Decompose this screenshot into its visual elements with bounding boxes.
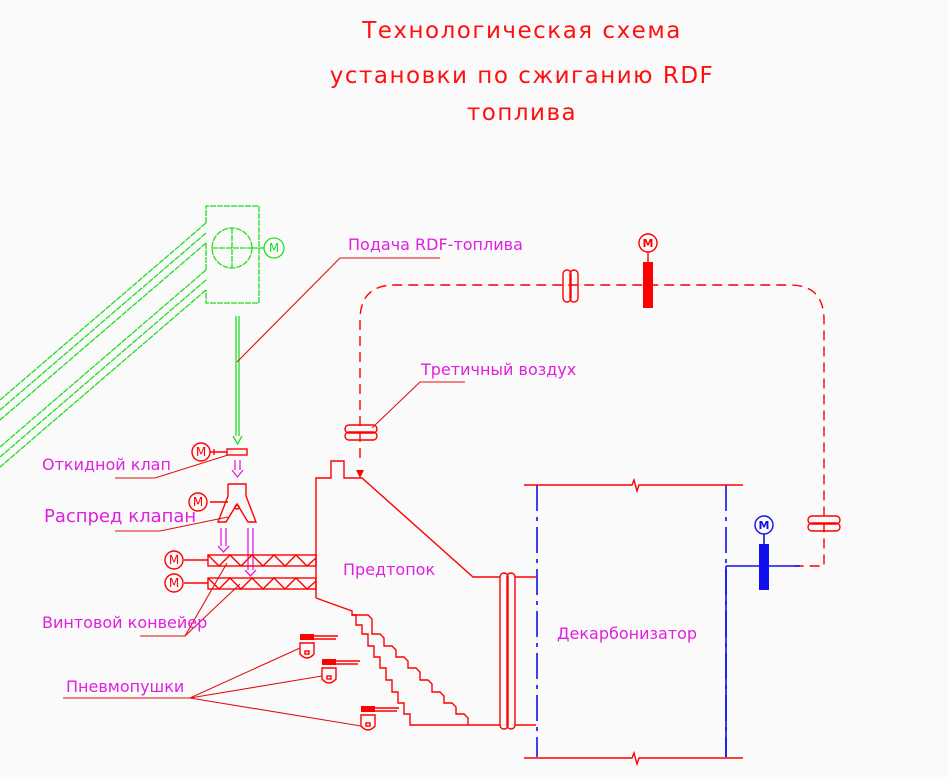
screw-conveyor-lower	[184, 577, 317, 590]
air-compensator-right	[807, 515, 841, 532]
fuel-drop-arrow	[232, 316, 243, 446]
svg-text:M: M	[193, 495, 203, 509]
label-pre-furnace: Предтопок	[343, 560, 435, 579]
distribution-valve-motor-icon: M	[188, 492, 208, 512]
air-damper-blue-motor-icon: M	[754, 515, 774, 544]
rdf-feed-leader	[236, 257, 440, 363]
label-air-cannons: Пневмопушки	[66, 677, 184, 696]
air-cannon-1	[299, 634, 338, 659]
air-compensator-left	[344, 424, 378, 441]
title-line-3: топлива	[467, 100, 577, 126]
label-tertiary-air: Третичный воздух	[420, 360, 576, 379]
title-line-2: установки по сжиганию RDF	[330, 63, 715, 89]
svg-text:M: M	[169, 576, 179, 590]
label-decarbonizer: Декарбонизатор	[557, 624, 697, 643]
conveyor-motor-icon: M	[263, 237, 285, 259]
expansion-joint	[499, 572, 536, 730]
label-rdf-feed: Подача RDF-топлива	[348, 235, 523, 254]
screw-conveyor-leader	[140, 562, 241, 637]
air-cannons-leader	[63, 647, 362, 727]
distribution-valve	[210, 483, 258, 523]
flow-arrow-3	[244, 528, 257, 577]
svg-text:M: M	[269, 241, 279, 255]
air-damper-blue	[759, 544, 769, 590]
flap-valve-motor-icon: M	[191, 442, 211, 462]
tertiary-air-duct	[356, 284, 825, 567]
svg-text:M: M	[759, 519, 770, 532]
svg-text:M: M	[643, 237, 654, 250]
pre-furnace	[315, 460, 500, 726]
flap-valve-leader	[115, 454, 229, 479]
screw-conveyor-upper	[184, 554, 317, 567]
distribution-valve-leader	[115, 516, 229, 532]
air-compensator-top	[562, 269, 579, 303]
title-line-1: Технологическая схема	[361, 18, 682, 44]
air-damper-red-motor-icon: M	[638, 233, 658, 262]
decarbonizer	[524, 477, 800, 767]
air-cannon-2	[321, 659, 360, 684]
belt-conveyor	[0, 205, 264, 468]
flow-arrow-1	[231, 460, 244, 479]
svg-text:M: M	[169, 553, 179, 567]
air-damper-red	[643, 262, 653, 308]
label-flap-valve: Откидной клап	[42, 455, 171, 474]
flow-arrow-2	[217, 528, 230, 553]
label-screw-conveyor: Винтовой конвейер	[42, 613, 207, 632]
label-distribution-valve: Распред клапан	[44, 506, 196, 527]
flap-valve	[210, 448, 248, 456]
tertiary-air-leader	[371, 381, 465, 429]
air-cannon-3	[360, 706, 399, 731]
svg-text:M: M	[196, 445, 206, 459]
screw-conveyor-lower-motor-icon: M	[164, 573, 184, 593]
screw-conveyor-upper-motor-icon: M	[164, 550, 184, 570]
